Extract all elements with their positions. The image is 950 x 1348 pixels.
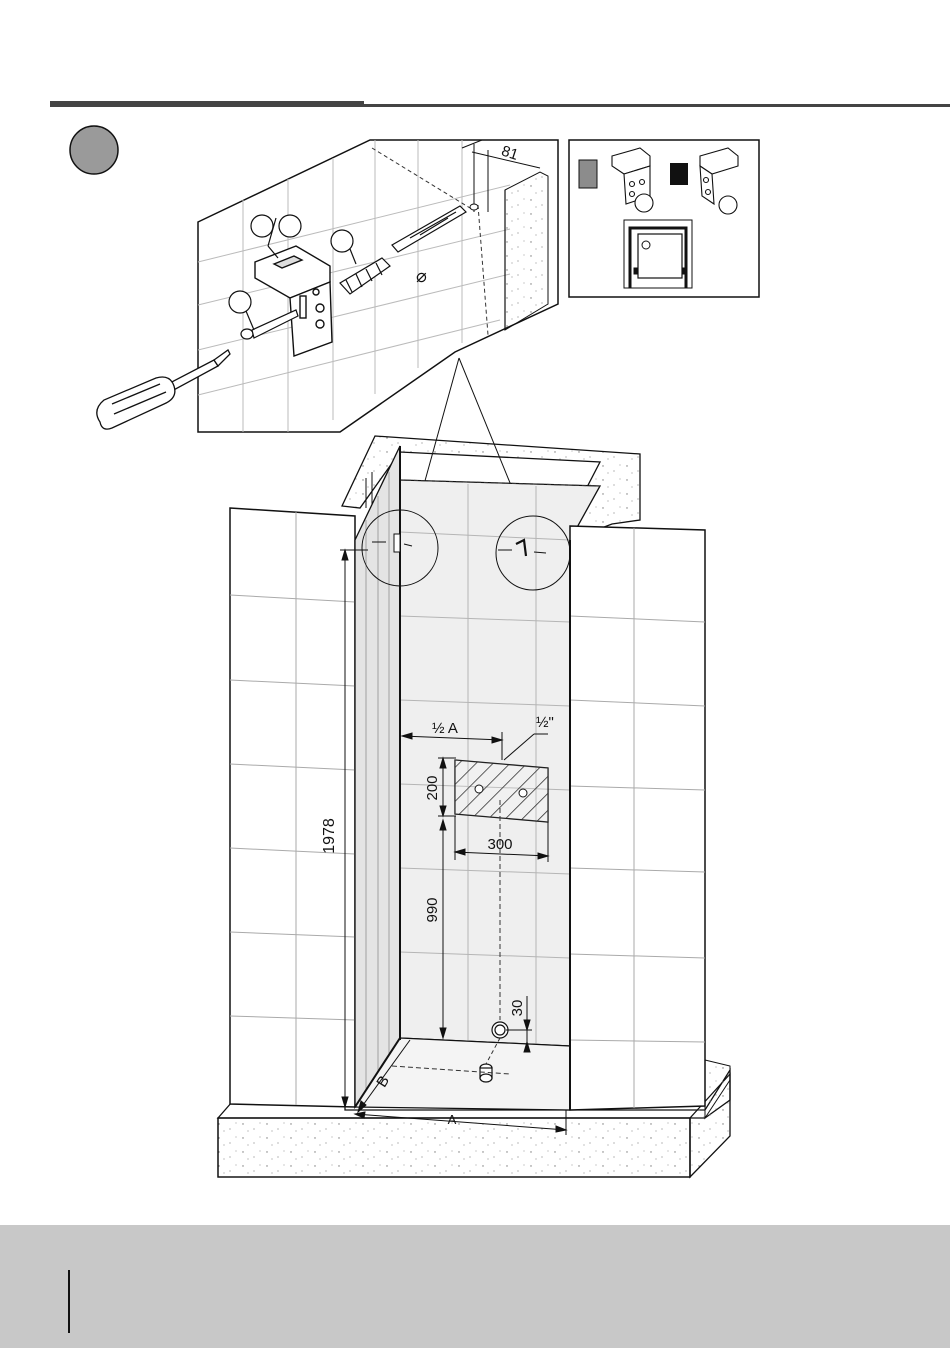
dim-half-inch: ½" (536, 714, 554, 731)
dim-300: 300 (487, 836, 512, 853)
dim-a: A (448, 1112, 457, 1127)
wall-detail-view: 81 ⌀ (97, 140, 558, 535)
shower-corner-view: 1978 ½ A ½" 200 300 990 30 B A (218, 436, 730, 1177)
legend-box (569, 140, 759, 297)
dim-30: 30 (509, 1000, 526, 1017)
dim-1978: 1978 (321, 818, 338, 854)
header-rule (50, 101, 950, 107)
step-badge (70, 126, 118, 174)
footer-rule (68, 1270, 70, 1333)
diameter-symbol: ⌀ (416, 266, 427, 286)
legend-grey-swatch (579, 160, 597, 188)
legend-black-swatch (670, 163, 688, 185)
wall-section-end (505, 172, 548, 330)
dim-990: 990 (424, 897, 441, 922)
left-wall-face (230, 508, 355, 1107)
right-wall-face (570, 526, 705, 1110)
dim-half-a: ½ A (432, 720, 458, 737)
footer-band (0, 1225, 950, 1348)
dim-200: 200 (424, 775, 441, 800)
